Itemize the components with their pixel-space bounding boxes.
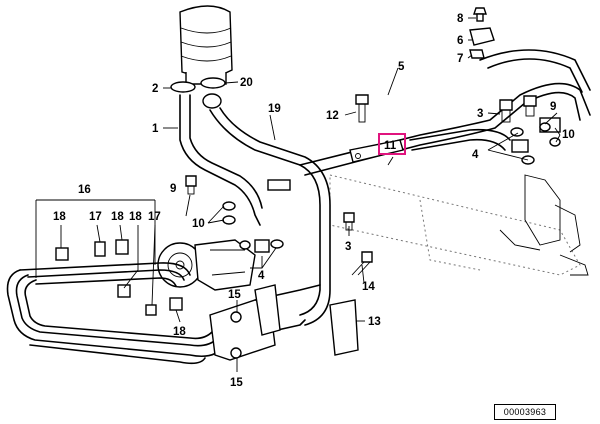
callout-9-left: 9 — [170, 183, 176, 195]
highlighted-callout-box — [378, 133, 406, 155]
callout-18c: 18 — [129, 211, 142, 223]
pump-icon — [157, 239, 256, 291]
bolt-icon — [55, 7, 537, 316]
callout-10-right: 10 — [562, 129, 575, 141]
callout-18d: 18 — [173, 326, 186, 338]
callout-13: 13 — [368, 316, 381, 328]
callout-10-left: 10 — [192, 218, 205, 230]
callout-7: 7 — [457, 53, 463, 65]
callout-15-bottom: 15 — [230, 377, 243, 389]
callout-16: 16 — [78, 184, 91, 196]
bracket-icon — [209, 284, 359, 361]
leader-lines — [35, 17, 561, 372]
callout-12: 12 — [326, 110, 339, 122]
callout-1: 1 — [152, 123, 159, 135]
callout-4-left: 4 — [258, 270, 265, 282]
callout-6: 6 — [457, 35, 463, 47]
callout-9-right: 9 — [550, 101, 556, 113]
callout-2: 2 — [152, 83, 158, 95]
callout-17a: 17 — [89, 211, 102, 223]
callout-5: 5 — [398, 61, 405, 73]
callout-labels: 8 6 7 2 20 1 5 12 19 3 9 10 4 11 9 16 18… — [53, 13, 575, 389]
callout-3-top: 3 — [477, 108, 483, 120]
callout-19: 19 — [268, 103, 281, 115]
cooler-icon — [6, 262, 226, 365]
callout-20: 20 — [240, 77, 253, 89]
callout-4-right: 4 — [472, 149, 479, 161]
sealing-ring-icon — [222, 122, 561, 359]
bracket-icon — [349, 139, 404, 163]
callout-15-top: 15 — [228, 289, 241, 301]
reservoir-icon — [179, 5, 233, 85]
callout-17b: 17 — [148, 211, 161, 223]
hose-clamp-icon — [170, 77, 226, 109]
callout-14: 14 — [362, 281, 375, 293]
diagram-reference-code: 00003963 — [494, 404, 556, 420]
callout-18b: 18 — [111, 211, 124, 223]
callout-3-mid: 3 — [345, 241, 351, 253]
steering-rack-icon — [329, 174, 589, 276]
callout-18a: 18 — [53, 211, 66, 223]
banjo-bolt-icon — [254, 27, 561, 253]
callout-11: 11 — [384, 140, 397, 152]
callout-8: 8 — [457, 13, 464, 25]
